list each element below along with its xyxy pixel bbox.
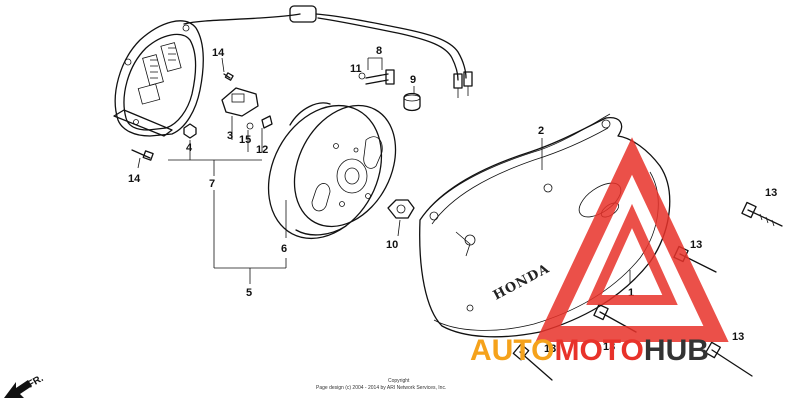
callout-14a: 14 — [212, 47, 225, 59]
front-arrow-icon — [4, 380, 32, 398]
callout-5: 5 — [246, 287, 252, 299]
small-hardware — [131, 69, 421, 219]
watermark-triangle-icon — [535, 137, 729, 342]
svg-text:AUTOMOTOHUB: AUTOMOTOHUB — [470, 334, 709, 367]
pulse-generator[interactable] — [221, 87, 259, 117]
callout-1: 1 — [628, 287, 634, 299]
cover-brand-text: HONDA — [491, 261, 553, 303]
watermark-part-hub: HUB — [644, 334, 709, 367]
leader-lines — [137, 57, 631, 284]
callout-13b: 13 — [690, 239, 702, 251]
callout-11: 11 — [350, 63, 362, 75]
callout-15: 15 — [239, 134, 251, 146]
callout-13d: 13 — [544, 343, 556, 355]
front-label: FR. — [26, 373, 46, 391]
stator-wire-harness — [183, 5, 473, 98]
callout-14b: 14 — [128, 173, 141, 185]
callout-12: 12 — [256, 144, 268, 156]
callout-4: 4 — [186, 142, 193, 154]
callout-8: 8 — [376, 45, 382, 57]
watermark-part-moto: MOTO — [554, 334, 643, 367]
flywheel[interactable] — [246, 86, 415, 258]
callout-6: 6 — [281, 243, 287, 255]
stator-assembly[interactable] — [113, 20, 204, 137]
callout-13c: 13 — [603, 341, 615, 353]
callout-3: 3 — [227, 130, 233, 142]
callout-13e: 13 — [732, 331, 744, 343]
callout-7: 7 — [209, 178, 215, 190]
front-direction-indicator: FR. — [4, 373, 46, 398]
watermark-text: AUTOMOTOHUB — [470, 334, 709, 367]
callout-labels: 1 2 3 4 5 6 7 8 9 10 11 12 13 13 13 13 1… — [128, 45, 777, 355]
callout-13a: 13 — [765, 187, 777, 199]
watermark-logo — [535, 137, 729, 342]
copyright-line2: Page design (c) 2004 - 2014 by ARI Netwo… — [316, 385, 446, 391]
callout-9: 9 — [410, 74, 416, 86]
callout-10: 10 — [386, 239, 398, 251]
copyright-line1: Copyright — [388, 378, 410, 384]
watermark-part-auto: AUTO — [470, 334, 554, 367]
callout-2: 2 — [538, 125, 544, 137]
